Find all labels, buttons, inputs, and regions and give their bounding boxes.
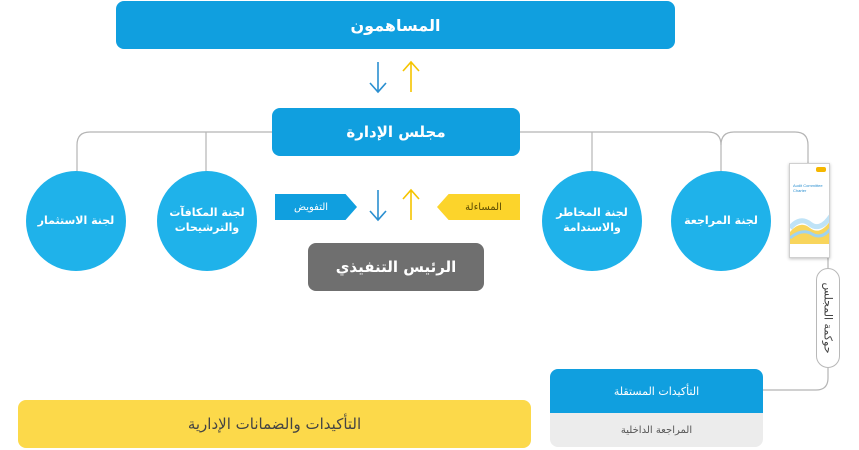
risk-committee-label: لجنة المخاطر والاستدامة xyxy=(556,206,628,234)
governance-connector xyxy=(763,258,829,391)
document-title: Audit Committee Charter xyxy=(793,183,823,193)
audit-doc-connector xyxy=(720,131,809,163)
management-assurance-bar: التأكيدات والضمانات الإدارية xyxy=(18,400,531,448)
shareholders-label: المساهمون xyxy=(350,15,441,35)
board-governance-pill: حوكمة المجلس xyxy=(816,268,840,368)
right-branch-line xyxy=(520,131,722,172)
remuneration-committee-label: لجنة المكافآت والترشيحات xyxy=(169,206,245,234)
ceo-arrow-down xyxy=(369,190,387,222)
internal-audit-label: المراجعة الداخلية xyxy=(620,424,693,436)
left-branch-line xyxy=(76,131,272,172)
investment-committee-circle: لجنة الاستثمار xyxy=(26,171,126,271)
remuneration-committee-circle: لجنة المكافآت والترشيحات xyxy=(157,171,257,271)
management-assurance-label: التأكيدات والضمانات الإدارية xyxy=(187,415,362,433)
ceo-label: الرئيس التنفيذي xyxy=(335,258,457,276)
audit-committee-circle: لجنة المراجعة xyxy=(671,171,771,271)
accountability-label: المساءلة xyxy=(465,201,502,213)
board-arrow-down xyxy=(369,62,387,94)
ceo-arrow-up xyxy=(402,188,420,220)
board-arrow-up xyxy=(402,60,420,92)
independent-assurance-label: التأكيدات المستقلة xyxy=(613,384,700,398)
risk-committee-circle: لجنة المخاطر والاستدامة xyxy=(542,171,642,271)
independent-assurance-box: التأكيدات المستقلة xyxy=(550,369,763,413)
internal-audit-box: المراجعة الداخلية xyxy=(550,413,763,447)
delegation-label: التفويض xyxy=(293,201,329,213)
investment-committee-label: لجنة الاستثمار xyxy=(37,213,115,227)
ceo-box: الرئيس التنفيذي xyxy=(308,243,484,291)
board-of-directors-box: مجلس الإدارة xyxy=(272,108,520,156)
document-wave-graphic xyxy=(790,214,829,244)
shareholders-box: المساهمون xyxy=(116,1,675,49)
board-governance-label: حوكمة المجلس xyxy=(821,282,835,354)
audit-committee-label: لجنة المراجعة xyxy=(684,213,758,227)
accountability-tag: المساءلة xyxy=(437,194,520,220)
audit-charter-document-thumbnail: Audit Committee Charter xyxy=(789,163,830,258)
delegation-tag: التفويض xyxy=(275,194,357,220)
document-logo xyxy=(816,167,826,172)
board-label: مجلس الإدارة xyxy=(346,123,446,141)
